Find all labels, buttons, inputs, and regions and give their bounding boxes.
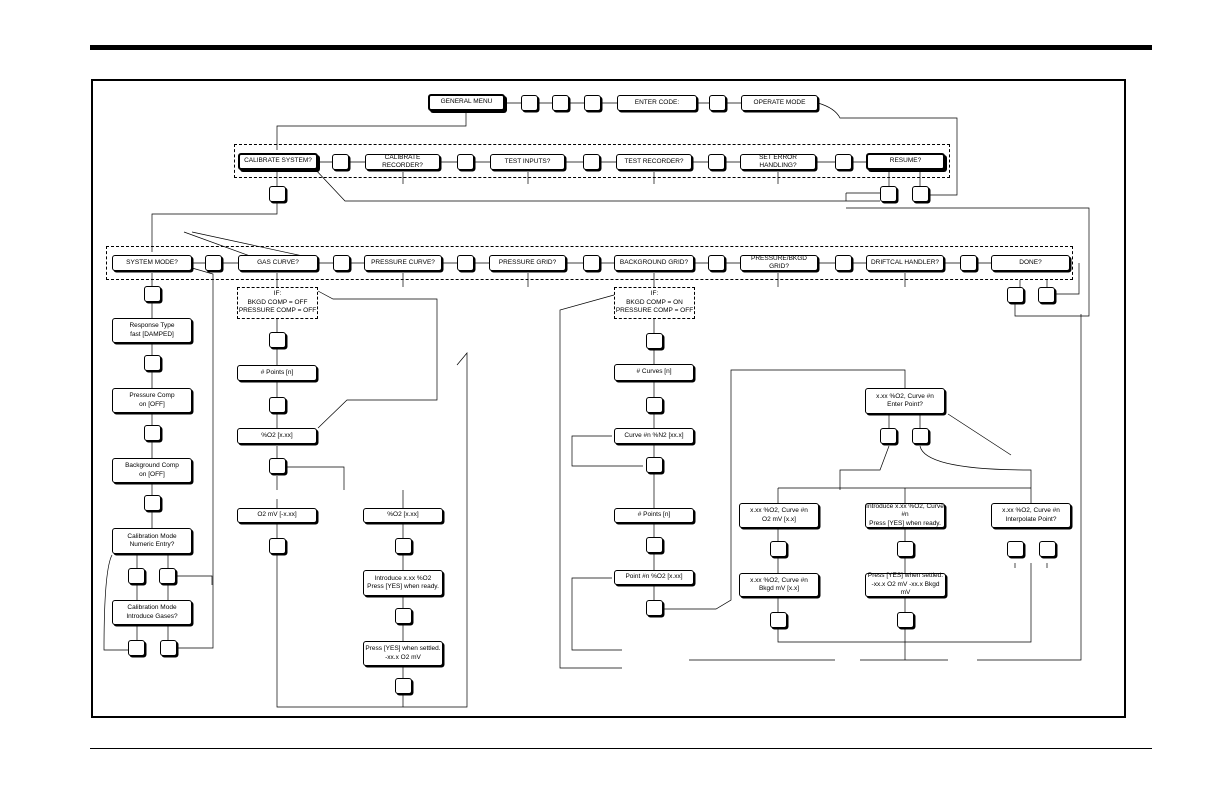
key-46[interactable] [897,541,914,557]
key-32[interactable] [269,458,286,474]
calibrate-system-submenu-group [106,246,1073,280]
key-17[interactable] [708,255,725,271]
background-grid-condition-box: IF: BKGD COMP = ON PRESSURE COMP = OFF [614,287,695,319]
calibrate-system-box: CALIBRATE SYSTEM? [238,153,318,170]
background-points-box: # Points [n] [614,508,694,523]
key-23[interactable] [144,355,161,371]
key-10[interactable] [269,186,286,202]
enter-code-box: ENTER CODE: [617,95,697,111]
calibration-mode-gases-box: Calibration Mode Introduce Gases? [112,600,192,625]
key-30[interactable] [269,332,286,348]
driftcal-handler-box: DRIFTCAL HANDLER? [866,255,944,271]
key-11[interactable] [880,186,897,202]
key-39[interactable] [646,457,663,473]
system-mode-box: SYSTEM MODE? [112,255,192,271]
key-26[interactable] [128,568,145,584]
background-grid-box: BACKGROUND GRID? [614,255,694,271]
pressure-bkgd-grid-box: PRESSURE/BKGD GRID? [740,255,818,271]
key-21[interactable] [1038,287,1055,303]
footer-rule [90,748,1152,749]
response-type-box: Response Type fast [DAMPED] [112,318,192,343]
curve-n2-box: Curve #n %N2 [xx.x] [614,428,694,444]
key-40[interactable] [646,537,663,553]
key-49[interactable] [1039,541,1056,557]
key-48[interactable] [1007,541,1024,557]
resume-box: RESUME? [866,153,945,170]
introduce-o2-box: Introduce x.xx %O2 Press [YES] when read… [363,570,443,596]
key-5[interactable] [332,154,349,170]
key-29[interactable] [160,640,177,656]
curve-o2-mv-box: x.xx %O2, Curve #n O2 mV [x.x] [739,503,819,528]
done-box: DONE? [991,255,1070,271]
key-8[interactable] [708,154,725,170]
key-13[interactable] [205,255,222,271]
general-menu-box: GENERAL MENU [428,94,505,111]
diagram-frame [91,79,1126,718]
set-error-handling-box: SET ERROR HANDLING? [740,154,816,170]
calibrate-row-group [234,144,950,178]
gas-curve-condition-box: IF: BKGD COMP = OFF PRESSURE COMP = OFF [237,287,318,319]
key-33[interactable] [269,538,286,554]
pressure-grid-box: PRESSURE GRID? [489,255,566,271]
key-27[interactable] [159,568,176,584]
key-38[interactable] [646,397,663,413]
key-6[interactable] [457,154,474,170]
key-12[interactable] [912,186,929,202]
key-45[interactable] [770,612,787,628]
key-20[interactable] [1007,287,1024,303]
key-34[interactable] [395,538,412,554]
key-44[interactable] [770,541,787,557]
point-o2-box: Point #n %O2 [x.xx] [614,570,694,585]
curve-introduce-box: Introduce x.xx %O2, Curve #n Press [YES]… [865,502,945,528]
key-43[interactable] [912,428,929,444]
key-1[interactable] [521,95,538,111]
gas-curve-box: GAS CURVE? [238,255,318,271]
test-recorder-box: TEST RECORDER? [616,154,692,170]
pressure-comp-box: Pressure Comp on [OFF] [112,388,192,413]
key-4[interactable] [709,95,726,111]
key-2[interactable] [552,95,569,111]
key-3[interactable] [584,95,601,111]
calibrate-recorder-box: CALIBRATE RECORDER? [365,154,440,170]
gas-curve-o2-box: %O2 [x.xx] [237,428,317,444]
curves-count-box: # Curves [n] [614,364,694,381]
operate-mode-box: OPERATE MODE [741,95,818,111]
key-47[interactable] [897,612,914,628]
key-22[interactable] [144,286,161,302]
key-19[interactable] [960,255,977,271]
interpolate-point-box: x.xx %O2, Curve #n Interpolate Point? [991,503,1071,528]
key-37[interactable] [646,333,663,349]
curve-bkgd-mv-box: x.xx %O2, Curve #n Bkgd mV [x.x] [739,573,819,597]
key-36[interactable] [395,678,412,694]
key-14[interactable] [333,255,350,271]
key-18[interactable] [835,255,852,271]
key-42[interactable] [880,428,897,444]
enter-point-box: x.xx %O2, Curve #n Enter Point? [865,388,945,414]
gas-curve-points-box: # Points [n] [237,365,317,381]
key-41[interactable] [646,600,663,616]
pressure-curve-box: PRESSURE CURVE? [364,255,442,271]
key-35[interactable] [395,608,412,624]
o2-percent-box: %O2 [x.xx] [363,508,443,523]
background-comp-box: Background Comp on [OFF] [112,458,192,483]
header-rule [90,45,1152,50]
key-9[interactable] [835,154,852,170]
key-28[interactable] [128,640,145,656]
key-16[interactable] [583,255,600,271]
press-yes-settled-box: Press [YES] when settled. -xx.x O2 mV [363,641,443,666]
key-24[interactable] [144,425,161,441]
key-31[interactable] [269,397,286,413]
key-25[interactable] [144,495,161,511]
o2-mv-box: O2 mV [-x.xx] [237,508,317,523]
calibration-mode-numeric-box: Calibration Mode Numeric Entry? [112,528,192,554]
key-15[interactable] [457,255,474,271]
curve-settled-box: Press [YES] when settled. -xx.x O2 mV -x… [865,572,946,597]
test-inputs-box: TEST INPUTS? [490,154,565,170]
key-7[interactable] [583,154,600,170]
